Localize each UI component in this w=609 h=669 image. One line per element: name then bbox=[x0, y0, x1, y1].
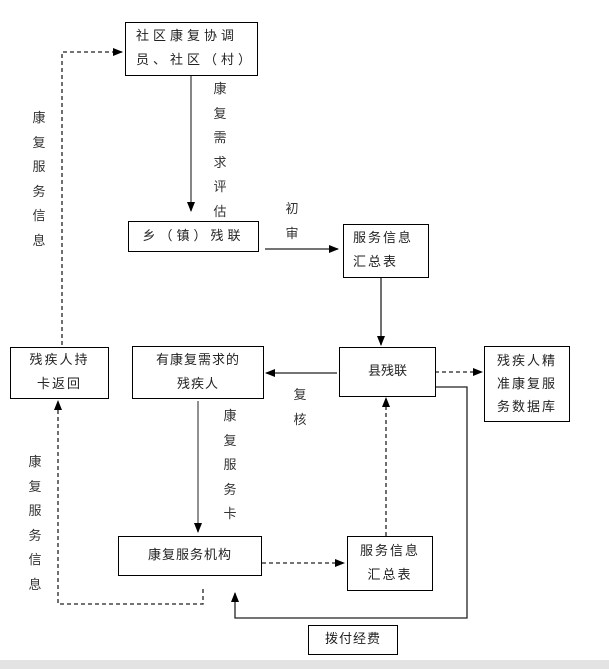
label-service-info-bottom: 康复服务信息 bbox=[28, 455, 42, 593]
label-preliminary-review: 初审 bbox=[285, 202, 299, 242]
node-card-return: 残疾人持 卡返回 bbox=[10, 347, 109, 399]
edge-card-return-to-community bbox=[61, 48, 123, 345]
label-re-review: 复核 bbox=[293, 388, 307, 428]
node-township-federation: 乡（镇）残联 bbox=[128, 221, 259, 252]
node-disabled-with-needs: 有康复需求的 残疾人 bbox=[132, 346, 264, 399]
node-rehab-institution: 康复服务机构 bbox=[118, 536, 262, 576]
node-summary-table-top: 服务信息 汇总表 bbox=[343, 224, 429, 278]
label-service-card: 康复服务卡 bbox=[223, 409, 237, 522]
node-database: 残疾人精 准康复服 务数据库 bbox=[484, 346, 570, 422]
label-service-info-top: 康复服务信息 bbox=[32, 111, 46, 249]
node-county-federation: 县残联 bbox=[339, 347, 436, 397]
edge-institution-to-card-return bbox=[54, 400, 204, 605]
node-community-coordinator: 社区康复协调 员、社区（村） bbox=[125, 22, 258, 76]
node-summary-table-bottom: 服务信息 汇总表 bbox=[347, 536, 433, 591]
label-needs-assessment: 康复需求评估 bbox=[213, 82, 227, 220]
footer-bar bbox=[0, 660, 609, 669]
edge-county-funding-to-institution bbox=[231, 386, 468, 619]
node-funding: 拨付经费 bbox=[308, 625, 398, 655]
